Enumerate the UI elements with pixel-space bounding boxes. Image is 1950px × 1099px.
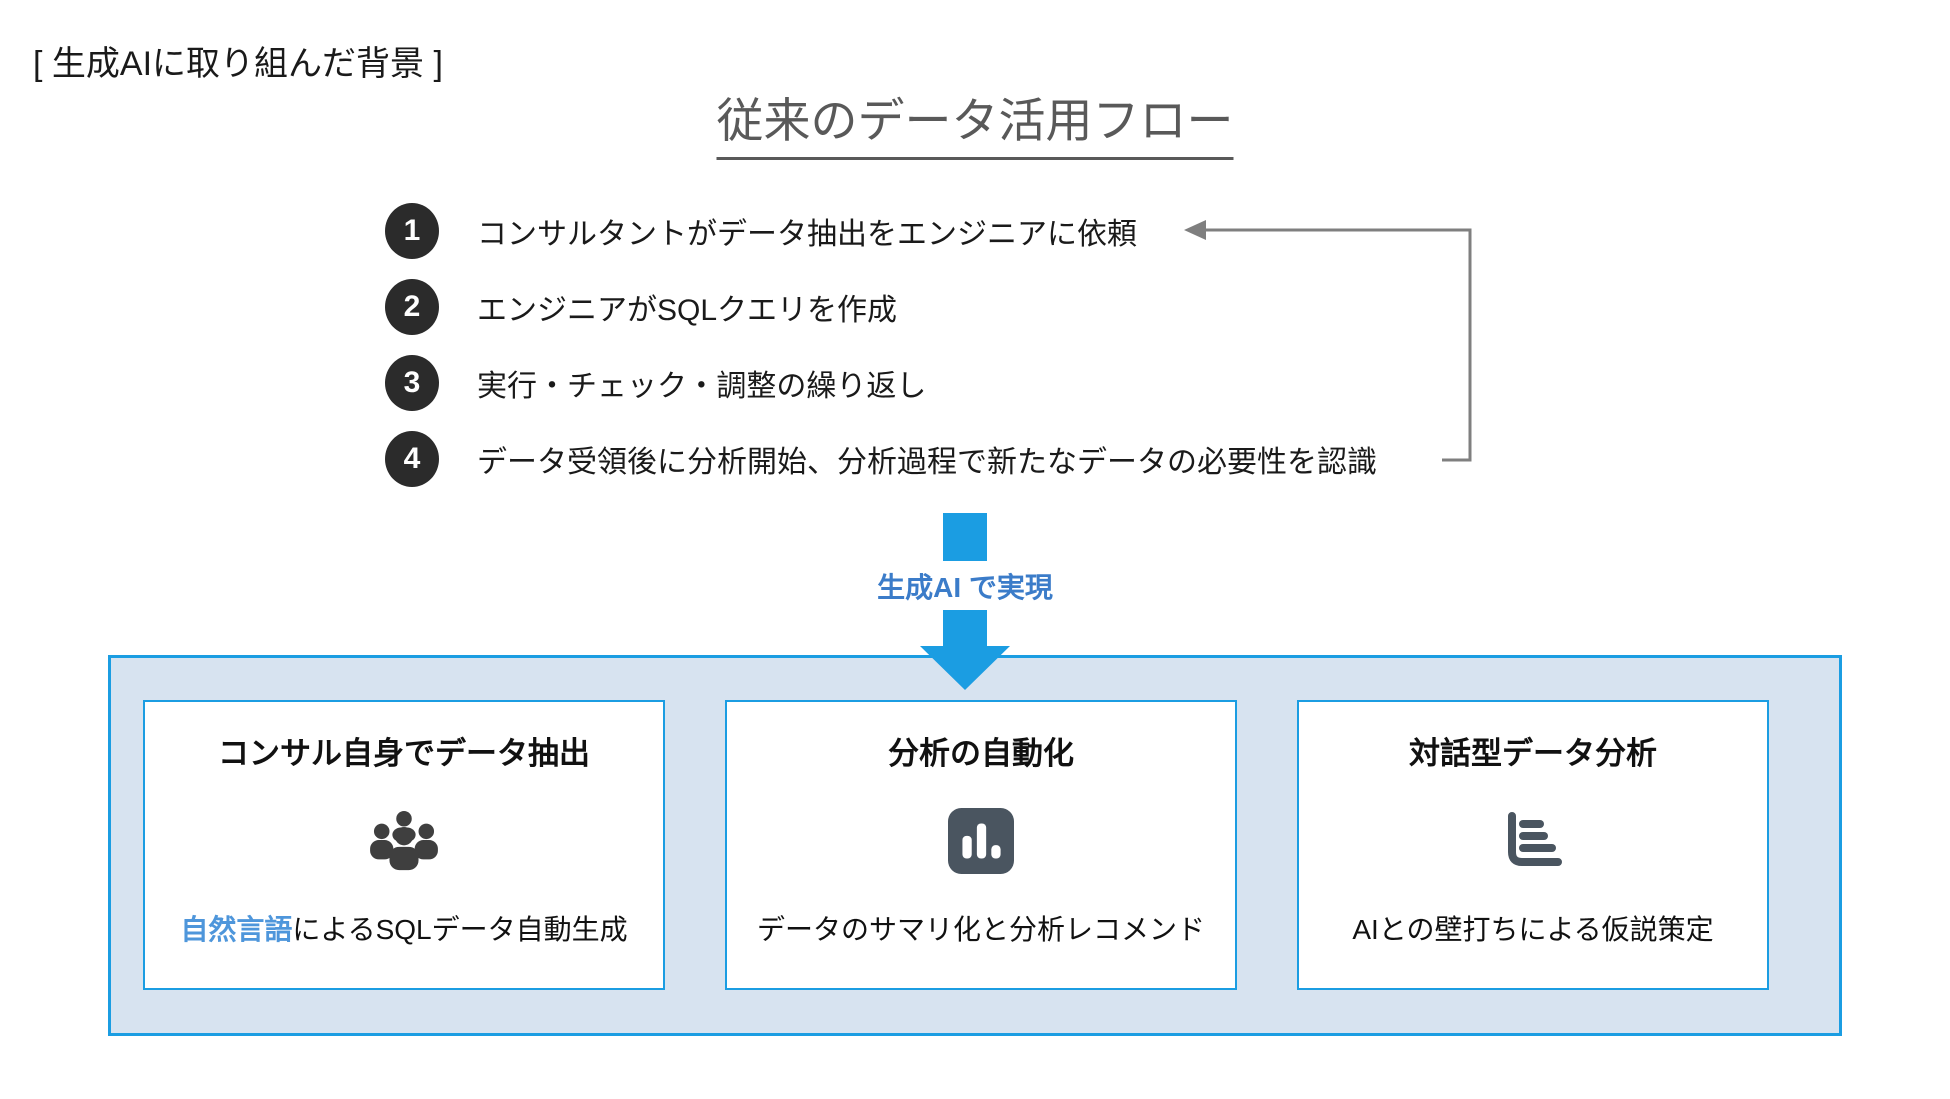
card-title: 分析の自動化 [888,736,1074,771]
card-consultant-data-extraction: コンサル自身でデータ抽出 自然言語によるSQLデータ自動生成 [143,700,665,990]
flow-step-3: 3 実行・チェック・調整の繰り返し [385,355,1377,411]
card-title: コンサル自身でデータ抽出 [218,736,590,771]
horizontal-bar-chart-icon [1500,799,1566,883]
step-number-badge: 3 [385,355,439,411]
big-down-arrow-head-icon [920,646,1010,690]
step-number-badge: 1 [385,203,439,259]
flow-step-4: 4 データ受領後に分析開始、分析過程で新たなデータの必要性を認識 [385,431,1377,487]
card-caption: 自然言語によるSQLデータ自動生成 [180,908,627,948]
big-down-arrow-body [943,610,987,647]
card-caption: データのサマリ化と分析レコメンド [756,914,1205,945]
page-title: 従来のデータ活用フロー [716,82,1234,160]
flow-steps: 1 コンサルタントがデータ抽出をエンジニアに依頼 2 エンジニアがSQLクエリを… [385,203,1377,487]
caption-rest: によるSQLデータ自動生成 [292,914,628,945]
step-text: 実行・チェック・調整の繰り返し [477,370,927,403]
flow-step-2: 2 エンジニアがSQLクエリを作成 [385,279,1377,335]
feedback-loop-arrow-icon [1184,220,1472,462]
people-group-icon [365,799,443,883]
card-title: 対話型データ分析 [1409,736,1657,771]
card-analysis-automation: 分析の自動化 データのサマリ化と分析レコメンド [725,700,1237,990]
step-text: コンサルタントがデータ抽出をエンジニアに依頼 [477,218,1137,251]
step-text: データ受領後に分析開始、分析過程で新たなデータの必要性を認識 [477,446,1377,479]
card-interactive-data-analysis: 対話型データ分析 AIとの壁打ちによる仮説策定 [1297,700,1769,990]
step-number-badge: 2 [385,279,439,335]
card-caption: AIとの壁打ちによる仮説策定 [1352,914,1714,945]
solutions-panel: コンサル自身でデータ抽出 自然言語によるSQLデータ自動生成 分析の自動化 [108,655,1842,1036]
big-down-arrow-top-segment [943,513,987,561]
header-label: [ 生成AIに取り組んだ背景 ] [33,45,443,83]
step-text: エンジニアがSQLクエリを作成 [477,294,898,327]
transition-label: 生成AI で実現 [877,572,1053,603]
bar-chart-icon [948,799,1014,883]
caption-highlight: 自然言語 [180,914,293,945]
step-number-badge: 4 [385,431,439,487]
flow-step-1: 1 コンサルタントがデータ抽出をエンジニアに依頼 [385,203,1377,259]
